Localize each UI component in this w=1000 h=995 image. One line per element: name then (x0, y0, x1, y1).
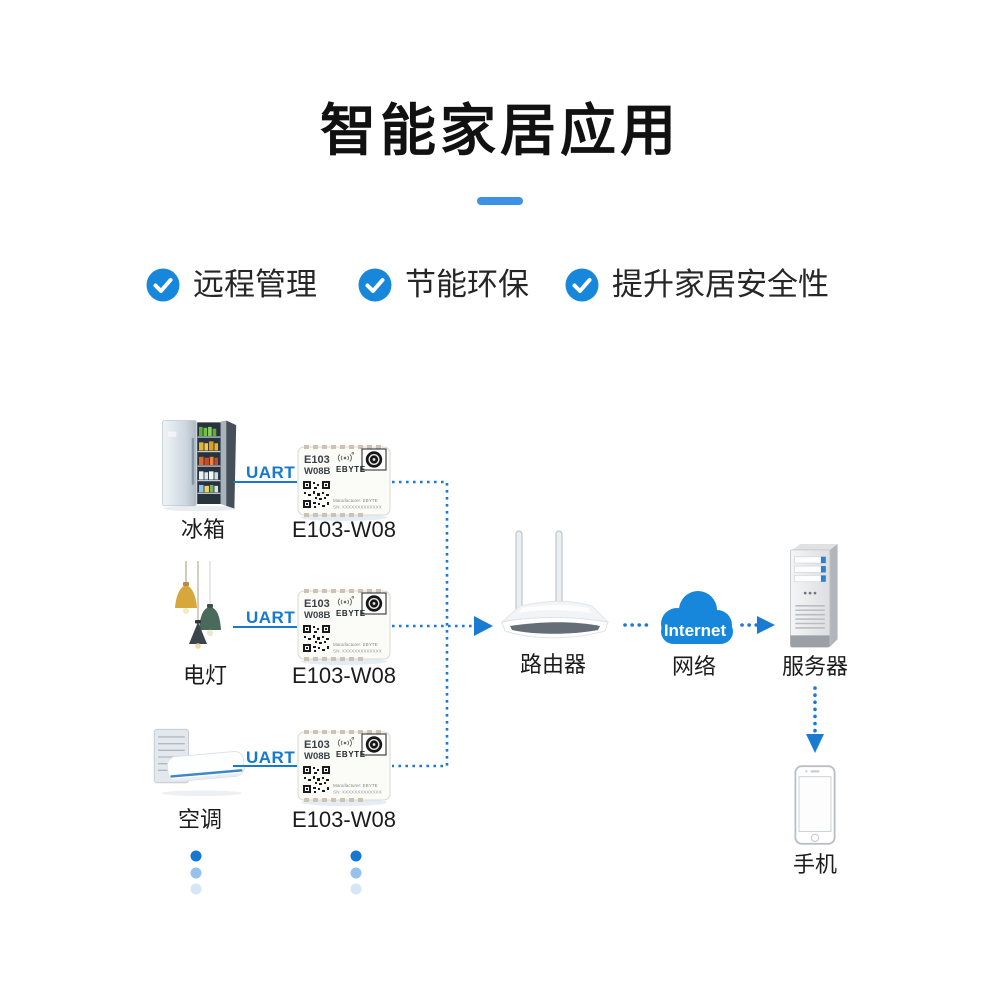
uart-link-line (233, 765, 297, 767)
more-devices-dots (190, 850, 362, 895)
check-icon (146, 268, 180, 302)
check-icon (358, 268, 392, 302)
arrow-to-server-icon (757, 616, 775, 634)
router-icon (500, 530, 610, 639)
phone-icon (794, 765, 836, 845)
uart-link-line (233, 626, 297, 628)
feature-energy-saving: 节能环保 (358, 268, 529, 302)
module-label: E103-W08 (292, 517, 396, 542)
internet-cloud-icon: Internet (661, 591, 733, 644)
wifi-module-chip (296, 444, 392, 522)
device-label-lamp: 电灯 (182, 663, 228, 688)
uart-label: UART (246, 463, 296, 482)
feature-label: 远程管理 (193, 267, 317, 302)
device-label-fridge: 冰箱 (180, 517, 226, 542)
cloud-text: Internet (664, 621, 727, 640)
module-label: E103-W08 (292, 807, 396, 832)
wifi-module-chip (296, 588, 392, 666)
air-conditioner-icon (153, 728, 245, 797)
check-icon (565, 268, 599, 302)
phone-label: 手机 (792, 852, 838, 877)
fridge-icon (162, 420, 237, 512)
uart-label: UART (246, 608, 296, 627)
server-label: 服务器 (781, 654, 849, 679)
server-icon (789, 543, 838, 648)
feature-home-security: 提升家居安全性 (565, 268, 829, 302)
router-label: 路由器 (519, 652, 587, 677)
wifi-module-chip (296, 729, 392, 807)
network-label: 网络 (671, 654, 717, 679)
lamp-icon (175, 561, 221, 649)
feature-label: 节能环保 (405, 267, 529, 302)
feature-label: 提升家居安全性 (612, 267, 829, 302)
feature-remote-management: 远程管理 (146, 268, 317, 302)
uart-label: UART (246, 748, 296, 767)
arrow-to-router-icon (474, 616, 493, 636)
title-underline-dash (477, 197, 523, 205)
arrow-to-phone-icon (806, 734, 824, 753)
bus-dashed-line (392, 480, 449, 768)
module-label: E103-W08 (292, 663, 396, 688)
uart-link-line (233, 481, 297, 483)
device-label-ac: 空调 (177, 807, 223, 832)
page-title: 智能家居应用 (320, 99, 680, 162)
